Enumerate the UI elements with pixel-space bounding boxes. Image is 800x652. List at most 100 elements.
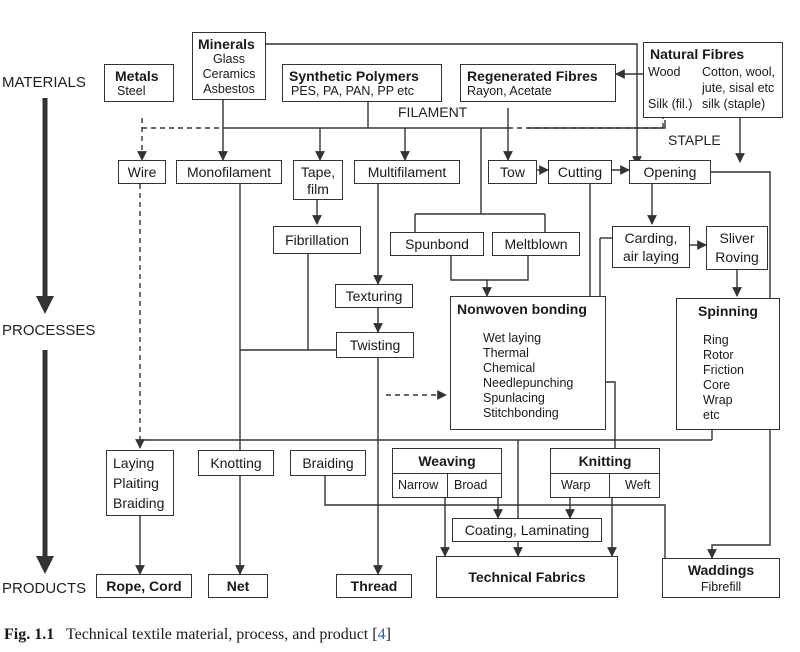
node-opening: Opening [629, 160, 711, 184]
caption-figure-number: Fig. 1.1 [4, 626, 55, 643]
node-cutting: Cutting [548, 160, 612, 184]
node-tow: Tow [488, 160, 537, 184]
node-title: Monofilament [186, 164, 272, 180]
node-minerals: Minerals Glass Ceramics Asbestos [192, 32, 266, 100]
node-title: Nonwoven bonding [457, 301, 587, 317]
node-line: Stitchbonding [483, 406, 559, 420]
node-technical-fabrics: Technical Fabrics [436, 556, 618, 598]
node-texturing: Texturing [335, 284, 413, 308]
node-line: Carding, [624, 230, 678, 246]
node-title: Meltblown [504, 236, 568, 252]
node-line: Roving [715, 249, 759, 265]
node-line: Spunlacing [483, 391, 545, 405]
node-monofilament: Monofilament [176, 160, 282, 184]
node-title: Knitting [578, 453, 632, 469]
stage-arrow-materials-processes [36, 98, 54, 314]
node-line: PES, PA, PAN, PP etc [291, 84, 414, 98]
node-title: Spunbond [405, 236, 469, 252]
node-title: Opening [643, 164, 697, 180]
line-minerals-natural [265, 43, 642, 166]
node-line: Wood [648, 65, 681, 79]
node-line: Wet laying [483, 331, 542, 345]
node-sliver-roving: Sliver Roving [706, 226, 768, 270]
node-title: Metals [115, 68, 159, 84]
node-carding-air-laying: Carding, air laying [612, 226, 690, 268]
node-weaving: Weaving Narrow Broad [392, 448, 502, 498]
node-line: Broad [454, 478, 488, 492]
node-line: Narrow [398, 478, 439, 492]
node-title: Weaving [418, 453, 476, 469]
node-meltblown: Meltblown [492, 232, 580, 256]
node-knitting: Knitting Warp Weft [550, 448, 660, 498]
node-line: jute, sisal etc [702, 81, 775, 95]
node-line: Needlepunching [483, 376, 574, 390]
node-nonwoven-bonding: Nonwoven bonding Wet laying Thermal Chem… [450, 296, 606, 430]
node-line: silk (staple) [702, 97, 766, 111]
stage-arrow-processes-products [36, 350, 54, 574]
flow-label-staple: STAPLE [668, 132, 721, 148]
node-line: Friction [703, 363, 744, 377]
node-coating-laminating: Coating, Laminating [452, 518, 602, 542]
caption-reference-link[interactable]: 4 [377, 626, 386, 643]
node-line: Weft [625, 478, 651, 492]
node-thread: Thread [336, 574, 412, 598]
node-title: Knotting [210, 455, 262, 471]
node-synthetic-polymers: Synthetic Polymers PES, PA, PAN, PP etc [282, 64, 442, 102]
node-title: Wire [127, 164, 157, 180]
node-line: Ceramics [202, 67, 256, 81]
node-tape-film: Tape, film [293, 160, 343, 200]
stage-label-materials: MATERIALS [2, 74, 86, 91]
node-line: Warp [561, 478, 591, 492]
stage-label-products: PRODUCTS [2, 580, 87, 597]
node-laying-plaiting-braiding: Laying Plaiting Braiding [106, 450, 174, 516]
node-regenerated-fibres: Regenerated Fibres Rayon, Acetate [460, 64, 616, 102]
node-line: Rayon, Acetate [467, 84, 552, 98]
node-line: Laying [113, 455, 155, 471]
node-spunbond: Spunbond [390, 232, 484, 256]
stage-label-processes: PROCESSES [2, 322, 96, 339]
node-line: Tape, [300, 164, 336, 180]
node-line: Ring [703, 333, 729, 347]
node-line: Silk (fil.) [648, 97, 693, 111]
node-line: Plaiting [113, 475, 159, 491]
node-natural-fibres: Natural Fibres Wood Silk (fil.) Cotton, … [643, 42, 783, 118]
node-braiding: Braiding [290, 450, 366, 476]
node-net: Net [208, 574, 268, 598]
figure-caption: Fig. 1.1 Technical textile material, pro… [4, 626, 391, 644]
node-line: Sliver [719, 230, 755, 246]
node-multifilament: Multifilament [354, 160, 460, 184]
node-line: air laying [622, 248, 680, 264]
node-spinning: Spinning Ring Rotor Friction Core Wrap e… [676, 298, 780, 430]
node-title: Braiding [302, 455, 354, 471]
node-title: Texturing [345, 288, 403, 304]
node-line: Rotor [703, 348, 734, 362]
node-line: Wrap [703, 393, 733, 407]
node-title: Thread [350, 578, 398, 594]
node-line: Core [703, 378, 731, 392]
node-rope-cord: Rope, Cord [96, 574, 192, 598]
node-title: Tow [500, 164, 525, 180]
node-metals: Metals Steel [104, 64, 174, 102]
node-wire: Wire [118, 160, 166, 184]
node-line: Thermal [483, 346, 529, 360]
node-title: Minerals [198, 36, 255, 52]
node-title: Coating, Laminating [464, 522, 590, 538]
node-title: Regenerated Fibres [467, 68, 598, 84]
node-line: etc [703, 408, 720, 422]
node-fibrillation: Fibrillation [273, 226, 361, 254]
node-knotting: Knotting [198, 450, 274, 476]
node-title: Waddings [687, 562, 755, 578]
node-title: Multifilament [367, 164, 447, 180]
node-title: Spinning [698, 303, 758, 319]
node-line: Fibrefill [700, 580, 742, 594]
caption-ref-open: [ [372, 626, 378, 643]
node-line: Glass [213, 52, 245, 66]
caption-ref-close: ] [385, 626, 391, 643]
flow-label-filament: FILAMENT [398, 104, 468, 120]
node-waddings: Waddings Fibrefill [662, 558, 780, 598]
node-title: Fibrillation [285, 232, 349, 248]
node-title: Technical Fabrics [468, 569, 586, 585]
node-title: Natural Fibres [650, 46, 745, 62]
